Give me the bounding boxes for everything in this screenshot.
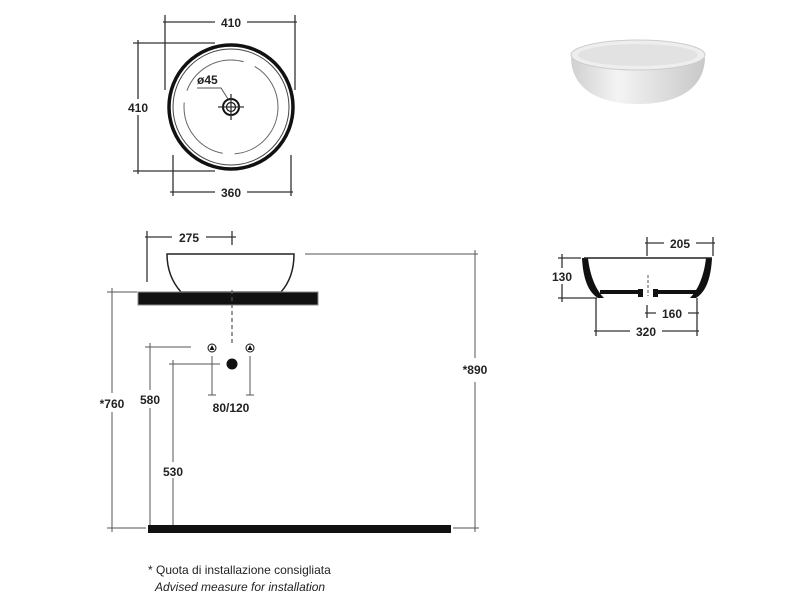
label-background [172,229,206,245]
section-base-left [600,290,641,294]
label-background [630,323,662,339]
drain-diameter-label: ø45 [197,73,218,87]
inner-diameter-label: 360 [221,186,241,200]
label-background [664,235,696,251]
label-background [215,14,247,30]
product-photo [570,39,706,104]
basin-inner-rim [172,48,290,166]
valve-spacing-label: 80/120 [213,401,250,415]
section-wall-left [582,258,604,298]
drain-height-label: 530 [163,465,183,479]
section-drain-wall [638,289,643,297]
section-half-width-label: 205 [670,237,690,251]
valve-icon [245,343,255,353]
label-background [656,305,688,321]
installation-note-english: Advised measure for installation [155,580,326,594]
section-drain-wall [653,289,658,297]
basin-bowl-outline [183,59,279,155]
section-base-right [655,290,696,294]
basin-rim-outline [167,43,295,171]
base-half-width-label: 160 [662,307,682,321]
countertop [137,291,319,306]
front-view: 275 *890 *760 580 530 80/120 [100,229,488,533]
installation-note-italian: * Quota di installazione consigliata [148,563,331,577]
section-height-label: 130 [552,270,572,284]
drain-outlet-icon [226,358,238,370]
section-wall-right [690,258,712,298]
total-height-label: *890 [463,363,488,377]
floor [148,525,451,533]
drain-leader-line [197,87,229,100]
width-dimension-label: 410 [221,16,241,30]
bowl-height-label: 275 [179,231,199,245]
counter-height-label: *760 [100,397,125,411]
label-background [215,184,247,200]
photo-bowl-body [571,58,705,104]
top-view: ø45 410 410 360 [122,14,297,200]
photo-bowl-interior [578,44,698,66]
base-width-label: 320 [636,325,656,339]
depth-dimension-label: 410 [128,101,148,115]
label-background [122,99,154,115]
basin-profile [166,253,295,293]
section-view: 205 130 160 320 [552,235,715,339]
valve-height-label: 580 [140,393,160,407]
valve-icon [207,343,217,353]
